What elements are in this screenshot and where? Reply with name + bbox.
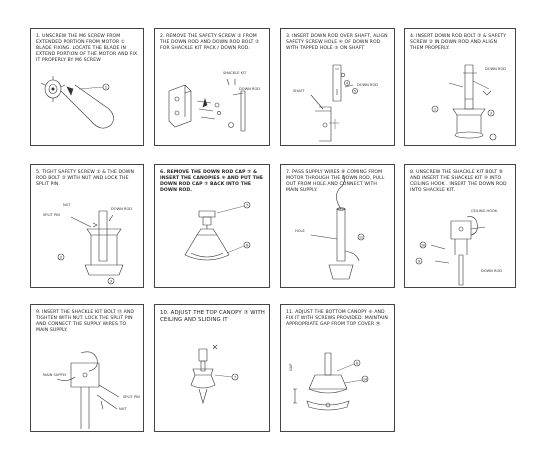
step-2-label-shackle: SHACKLE KIT [223,71,247,75]
step-4-panel: 4. INSERT DOWN ROD BOLT ③ & SAFETY SCREW… [404,28,516,146]
step-5-label-nut: NUT [63,203,71,207]
step-7-callout-11: 11 [359,235,363,239]
step-5-text: 5. TIGHT SAFETY SCREW ② & THE DOWN ROD B… [36,170,136,187]
step-11-text: 11. ADJUST THE BOTTOM CANOPY ⑥ AND FIX I… [286,310,390,327]
step-10-text: 10. ADJUST THE TOP CANOPY ⑦ WITH CEILING… [160,310,267,323]
step-5-illustration: 2 3 [31,165,145,289]
step-6-illustration: 7 6 [155,165,271,289]
step-6-panel: 6. REMOVE THE DOWN ROD CAP ⑦ & INSERT TH… [154,164,270,288]
step-8-panel: 8. UNSCREW THE SHACKLE KIT BOLT ⑨ AND IN… [404,164,516,288]
step-11-panel: 11. ADJUST THE BOTTOM CANOPY ⑥ AND FIX I… [280,304,395,432]
step-10-illustration: 7 [155,305,271,433]
step-9-label-splitpin: SPLIT PIN [123,395,140,399]
step-4-callout-3: 3 [490,111,492,115]
step-1-illustration: 1 [31,29,145,147]
step-8-text: 8. UNSCREW THE SHACKLE KIT BOLT ⑨ AND IN… [410,170,509,193]
step-4-label-downrod: DOWN ROD [485,67,507,71]
step-5-panel: 5. TIGHT SAFETY SCREW ② & THE DOWN ROD B… [30,164,144,288]
step-7-label-hole: HOLE [295,229,305,233]
step-11-callout-14: 14 [363,377,367,381]
step-8-callout-9: 9 [418,259,420,263]
step-5-callout-2: 2 [60,255,62,259]
step-4-text: 4. INSERT DOWN ROD BOLT ③ & SAFETY SCREW… [410,34,508,51]
step-8-label-downrod: DOWN ROD [481,269,503,273]
step-3-panel: 3. INSERT DOWN ROD OVER SHAFT, ALIGN SAF… [280,28,395,146]
step-3-label-downrod: DOWN ROD [357,83,379,87]
step-2-illustration [155,29,271,147]
step-3-label-shaft: SHAFT [293,89,305,93]
step-3-text: 3. INSERT DOWN ROD OVER SHAFT, ALIGN SAF… [286,34,390,51]
step-9-label-nut: NUT [119,407,127,411]
step-4-illustration: 2 3 [405,29,517,147]
step-9-label-mainsupply: MAIN SUPPLY [43,373,67,377]
step-1-panel: 1. UNSCREW THE M6 SCREW FROM EXTENDED PO… [30,28,144,146]
step-6-callout-7: 7 [246,203,248,207]
step-7-panel: 7. PASS SUPPLY WIRES ⑧ COMING FROM MOTOR… [280,164,395,288]
step-1-callout: 1 [105,86,107,90]
step-3-callout-4: 4 [346,81,348,85]
step-11-illustration: 6 14 [281,305,396,433]
step-9-text: 9. INSERT THE SHACKLE KIT BOLT ⑬ AND TIG… [36,310,136,333]
step-6-callout-6: 6 [246,243,248,247]
step-2-label-downrod: DOWN ROD [239,87,261,91]
step-8-label-ceilinghook: CEILING HOOK [471,209,498,213]
step-3-illustration: 4 5 [281,29,396,147]
step-5-label-downrod: DOWN ROD [111,207,133,211]
step-7-text: 7. PASS SUPPLY WIRES ⑧ COMING FROM MOTOR… [286,170,387,193]
step-9-panel: 9. INSERT THE SHACKLE KIT BOLT ⑬ AND TIG… [30,304,144,432]
step-8-illustration: 10 9 [405,165,517,289]
step-11-callout-6: 6 [356,361,358,365]
step-7-illustration: 11 [281,165,396,289]
step-1-text: 1. UNSCREW THE M6 SCREW FROM EXTENDED PO… [36,34,139,63]
step-5-label-splitpin: SPLIT PIN [43,213,60,217]
step-3-callout-5: 5 [354,89,356,93]
step-4-callout-2: 2 [434,107,436,111]
step-9-illustration [31,305,145,433]
step-2-panel: 2. REMOVE THE SAFETY SCREW ② FROM THE DO… [154,28,270,146]
step-10-callout-7: 7 [234,375,236,379]
step-2-text: 2. REMOVE THE SAFETY SCREW ② FROM THE DO… [160,34,261,51]
step-8-callout-10: 10 [421,243,425,247]
step-10-panel: 10. ADJUST THE TOP CANOPY ⑦ WITH CEILING… [154,304,270,432]
step-5-callout-3: 3 [110,279,112,283]
step-6-text: 6. REMOVE THE DOWN ROD CAP ⑦ & INSERT TH… [160,170,265,193]
